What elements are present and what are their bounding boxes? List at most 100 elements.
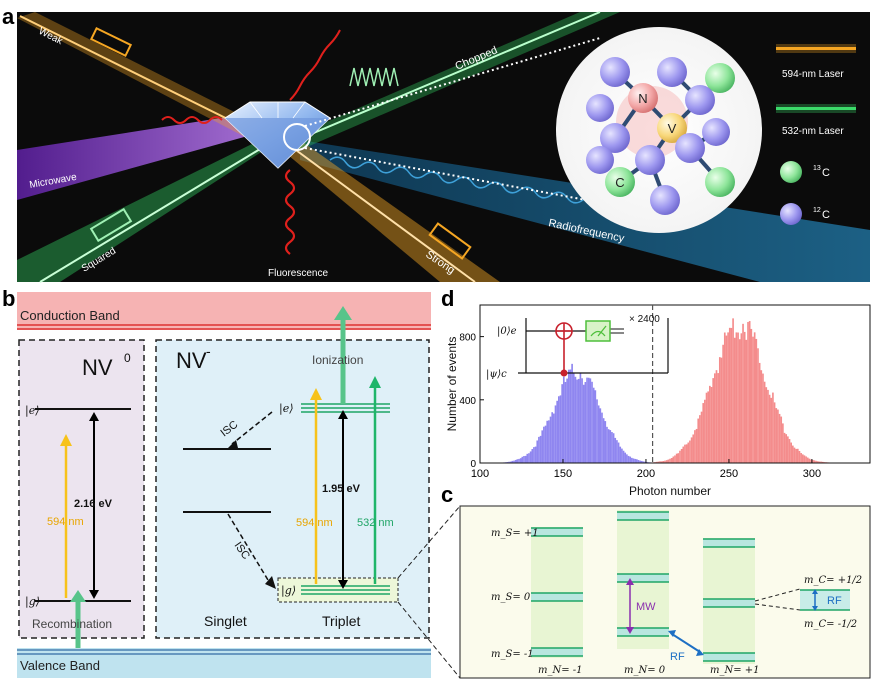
histogram-bar <box>642 461 645 463</box>
hyperfine-level <box>617 628 669 636</box>
nv0-e-label: |e⟩ <box>25 404 40 418</box>
x-tick-label: 100 <box>471 468 489 480</box>
lattice-zoom: N V C <box>556 27 762 233</box>
mc-plus-label: m_C= +1/2 <box>804 575 862 586</box>
histogram-bar <box>780 416 783 463</box>
mw-label: MW <box>636 601 656 613</box>
histogram-bar <box>674 455 676 463</box>
histogram-bar <box>730 327 733 463</box>
x-tick-label: 300 <box>803 468 821 480</box>
carbon12-atom <box>635 145 665 175</box>
triplet-label: Triplet <box>322 613 360 629</box>
histogram-bar <box>569 369 572 463</box>
histogram-bar <box>543 426 545 463</box>
histogram-bar <box>680 448 683 463</box>
histogram-bar <box>750 328 753 463</box>
histogram-bar <box>594 390 597 463</box>
histogram-bar <box>521 456 524 463</box>
measurement-icon <box>590 330 606 337</box>
histogram-bar <box>777 409 779 463</box>
rf-beam <box>300 140 870 282</box>
histogram-bar <box>539 435 542 463</box>
legend-532-label: 532-nm Laser <box>782 126 844 137</box>
histogram-bar <box>587 377 590 463</box>
histogram-bars <box>498 318 832 463</box>
histogram-bar <box>772 392 774 463</box>
histogram-bar <box>720 357 723 463</box>
histogram-bar <box>717 373 719 463</box>
histogram-bar <box>624 452 627 463</box>
histogram-bar <box>758 362 761 463</box>
histogram-bar <box>710 387 713 463</box>
histogram-bar <box>617 442 620 463</box>
nvm-e-label: |e⟩ <box>279 402 294 416</box>
histogram-bar <box>821 461 824 463</box>
histogram-bar <box>614 437 617 463</box>
strong-beam-glow <box>270 140 500 282</box>
panel-b-letter: b <box>2 286 15 311</box>
fluorescence-wave-bottom <box>284 169 296 255</box>
histogram-bar <box>544 425 547 463</box>
carbon12-atom <box>675 133 705 163</box>
histogram-bar <box>621 448 623 463</box>
mc-zoom-bottom <box>754 603 801 611</box>
histogram-bar <box>526 453 529 463</box>
x-tick-label: 250 <box>720 468 738 480</box>
x-axis-label: Photon number <box>629 484 711 498</box>
histogram-bar <box>513 460 515 463</box>
label-fluorescence: Fluorescence <box>268 268 328 279</box>
histogram-bar <box>697 418 700 463</box>
histogram-bar <box>582 384 585 463</box>
histogram-bar <box>816 461 819 463</box>
histogram-bar <box>806 457 809 463</box>
histogram-bar <box>677 453 680 463</box>
mc-zoom-top <box>754 588 801 602</box>
histogram-bar <box>725 335 728 463</box>
histogram-bar <box>665 460 668 463</box>
histogram-bar <box>622 450 625 463</box>
mc-split-box <box>800 590 850 610</box>
histogram-bar <box>723 332 726 463</box>
isc-arrow-1 <box>231 411 273 445</box>
histogram-bar <box>709 385 711 463</box>
histogram-bar <box>644 461 646 463</box>
histogram-bar <box>662 460 665 463</box>
histogram-bar <box>631 457 633 463</box>
histogram-bar <box>715 370 718 463</box>
histogram-bar <box>511 460 514 463</box>
histogram-bar <box>694 430 696 463</box>
histogram-bar <box>775 408 778 463</box>
ms-plus1-label: m_S= +1 <box>491 528 539 539</box>
histogram-bar <box>727 332 729 463</box>
histogram-bar <box>589 378 592 463</box>
mn-minus1-label: m_N= -1 <box>538 665 583 676</box>
histogram-bar <box>558 396 560 463</box>
histogram-bar <box>682 446 685 463</box>
histogram-bar <box>524 455 527 463</box>
isc-arrow-2 <box>227 513 269 581</box>
recombination-label: Recombination <box>32 617 112 631</box>
histogram-bar <box>773 402 776 463</box>
histogram-bar <box>607 429 610 463</box>
chopped-beam-glow <box>285 12 620 150</box>
histogram-bar <box>815 460 817 463</box>
histogram-bar <box>702 403 705 463</box>
histogram-bar <box>553 413 555 463</box>
histogram-bar <box>548 420 550 463</box>
panel-c-letter: c <box>441 482 453 507</box>
plot-frame <box>479 304 871 464</box>
histogram-bar <box>689 440 691 463</box>
histogram-bar <box>712 378 714 463</box>
ms-minus1-label: m_S= -1 <box>491 649 534 660</box>
histogram-bar <box>745 339 748 463</box>
histogram-bar <box>705 392 708 463</box>
histogram-bar <box>636 459 638 463</box>
histogram-bar <box>795 448 797 463</box>
circuit-inset: |0⟩e |ψ⟩c × 2400 <box>486 314 669 380</box>
zoom-line-c-bottom <box>397 601 461 679</box>
histogram-bar <box>516 459 519 463</box>
y-tick-label: 400 <box>459 396 476 407</box>
histogram-bar <box>572 372 575 463</box>
histogram-bar <box>528 453 530 463</box>
